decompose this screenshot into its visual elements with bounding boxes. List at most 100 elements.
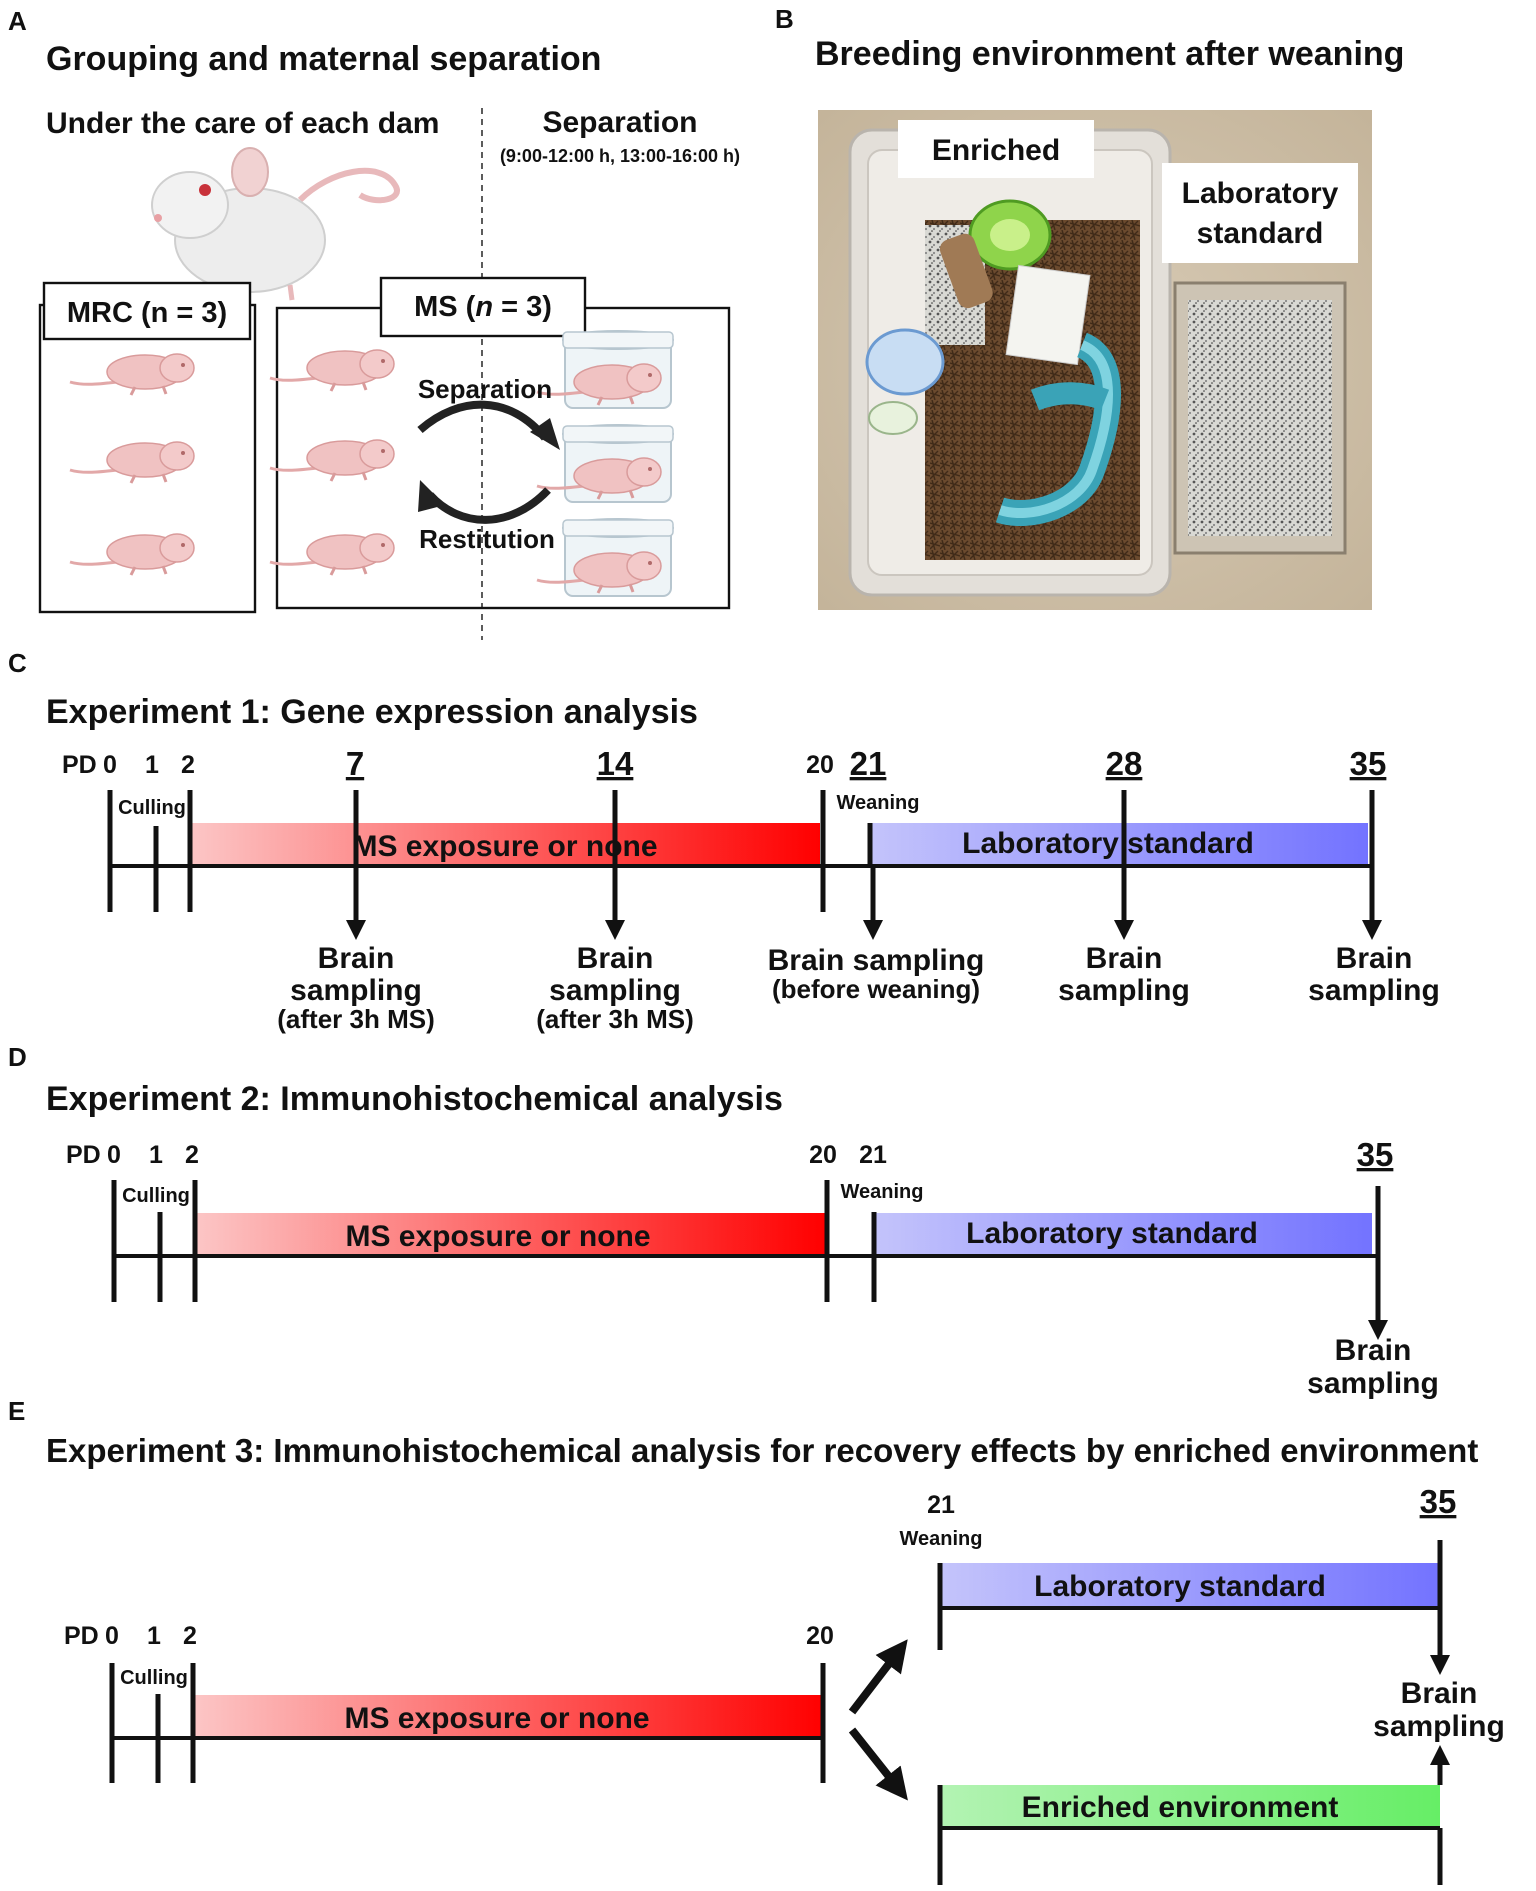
e-enriched-bar-label: Enriched environment <box>1022 1791 1339 1824</box>
tick-label: 7 <box>346 745 364 782</box>
tick-label: 0 <box>107 1141 121 1169</box>
restitution-label: Restitution <box>419 524 555 554</box>
sample-line: sampling <box>1308 974 1440 1007</box>
tick-label: 2 <box>181 751 195 779</box>
d-ms-bar <box>195 1213 825 1255</box>
ms-pup-icon <box>269 349 395 392</box>
mrc-label-box <box>42 281 252 341</box>
panel-b-title: Breeding environment after weaning <box>815 35 1404 73</box>
tick-label: 21 <box>927 1491 955 1519</box>
container-pup-icon <box>536 363 662 406</box>
tick-label: 1 <box>147 1622 161 1650</box>
tick-label: 35 <box>1350 745 1387 782</box>
tick-label: 35 <box>1420 1483 1457 1520</box>
tick-label: 1 <box>149 1141 163 1169</box>
tick-label: 28 <box>1106 745 1143 782</box>
e-branch-arrow-up <box>848 1639 908 1715</box>
d-weaning-label: Weaning <box>841 1181 924 1203</box>
d-culling-label: Culling <box>122 1185 190 1207</box>
e-sample-line2: sampling <box>1373 1710 1505 1743</box>
e-ms-bar-label: MS exposure or none <box>344 1702 649 1735</box>
sample-line: (before weaning) <box>772 974 980 1004</box>
c-sampling-label: Brain sampling(before weaning) <box>768 944 985 1004</box>
c-pd-label: PD <box>62 751 97 779</box>
sample-line: sampling <box>1058 974 1190 1007</box>
sample-line: Brain <box>1336 942 1413 975</box>
e-culling-label: Culling <box>120 1667 188 1689</box>
d-standard-bar-label: Laboratory standard <box>966 1217 1258 1250</box>
mrc-pup-icon <box>69 441 195 484</box>
panel-c-letter: C <box>8 648 27 678</box>
ms-pup-icon <box>269 439 395 482</box>
c-weaning-label: Weaning <box>837 792 920 814</box>
ms-pups <box>269 349 395 576</box>
c-ms-bar <box>190 823 820 865</box>
restitution-arrowhead <box>418 480 445 512</box>
d-ms-bar-label: MS exposure or none <box>345 1220 650 1253</box>
dam-mouse-icon <box>151 147 400 305</box>
panel-e-title: Experiment 3: Immunohistochemical analys… <box>46 1432 1478 1469</box>
tick-label: 0 <box>103 751 117 779</box>
sample-line: (after 3h MS) <box>536 1004 693 1034</box>
panel-d-letter: D <box>8 1042 27 1072</box>
tick-label: 35 <box>1357 1136 1394 1173</box>
container-icon <box>536 518 674 597</box>
panel-d-title: Experiment 2: Immunohistochemical analys… <box>46 1080 783 1118</box>
standard-label-line1: Laboratory <box>1182 177 1339 210</box>
panel-b-letter: B <box>775 4 794 34</box>
separation-header: Separation <box>542 106 697 139</box>
tick-label: 0 <box>105 1622 119 1650</box>
e-ms-bar <box>193 1695 823 1737</box>
panel-e-letter: E <box>8 1396 25 1426</box>
separation-label: Separation <box>418 374 552 404</box>
enriched-label: Enriched <box>932 134 1060 167</box>
sample-line: sampling <box>549 974 681 1007</box>
ms-label-box <box>379 276 587 338</box>
c-standard-bar <box>868 823 1368 865</box>
standard-label-box <box>1162 163 1358 263</box>
tick-label: 1 <box>145 751 159 779</box>
separation-containers <box>536 330 674 597</box>
container-icon <box>536 330 674 409</box>
tick-label: 20 <box>809 1141 837 1169</box>
container-pup-icon <box>536 457 662 500</box>
tick-label: 2 <box>183 1622 197 1650</box>
panel-a-letter: A <box>8 6 27 36</box>
dam-care-header: Under the care of each dam <box>46 107 439 140</box>
panel-c-title: Experiment 1: Gene expression analysis <box>46 693 698 731</box>
sample-line: Brain <box>577 942 654 975</box>
d-sample-line1: Brain <box>1335 1334 1412 1367</box>
separation-arrow <box>417 400 549 441</box>
tick-label: 2 <box>185 1141 199 1169</box>
e-branch-arrow-down <box>848 1727 908 1801</box>
sample-line: sampling <box>290 974 422 1007</box>
e-sample-line1: Brain <box>1401 1677 1478 1710</box>
separation-arrowhead <box>530 418 560 450</box>
container-icon <box>536 424 674 503</box>
mrc-pup-icon <box>69 353 195 396</box>
e-weaning-label: Weaning <box>900 1528 983 1550</box>
c-culling-label: Culling <box>118 797 186 819</box>
mrc-label: MRC (n = 3) <box>67 297 227 329</box>
restitution-arrow <box>427 487 551 524</box>
tick-label: 14 <box>597 745 634 782</box>
c-ms-bar-label: MS exposure or none <box>352 830 657 863</box>
standard-label-line2: standard <box>1197 217 1324 250</box>
e-enriched-bar <box>940 1785 1440 1827</box>
container-pup-icon <box>536 551 662 594</box>
tick-label: 21 <box>850 745 887 782</box>
mrc-pups <box>69 353 195 576</box>
ms-label: MS (n = 3) <box>414 291 552 323</box>
ms-pup-icon <box>269 533 395 576</box>
sample-line: Brain <box>318 942 395 975</box>
e-standard-bar <box>940 1563 1440 1607</box>
separation-times: (9:00-12:00 h, 13:00-16:00 h) <box>500 146 740 166</box>
d-pd-label: PD <box>66 1141 101 1169</box>
